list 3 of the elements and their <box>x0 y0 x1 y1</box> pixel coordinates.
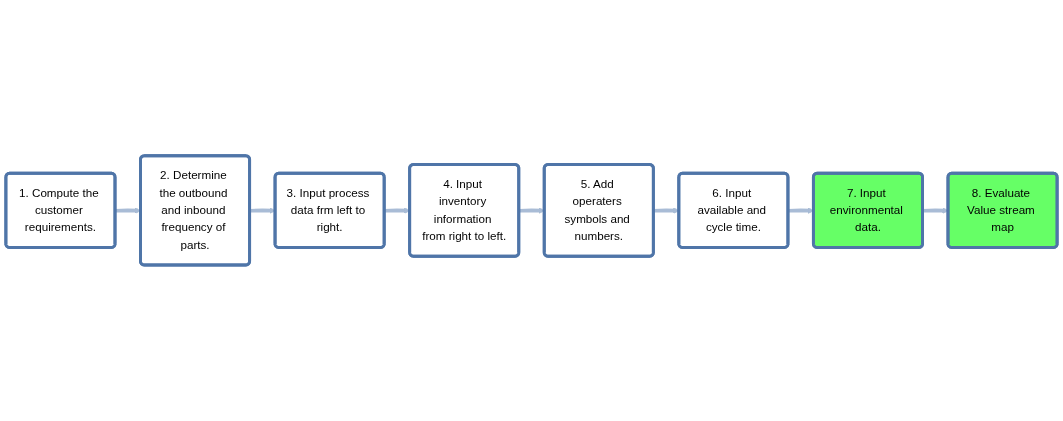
arrow <box>249 207 276 214</box>
arrow <box>922 207 949 214</box>
arrow <box>519 207 545 214</box>
